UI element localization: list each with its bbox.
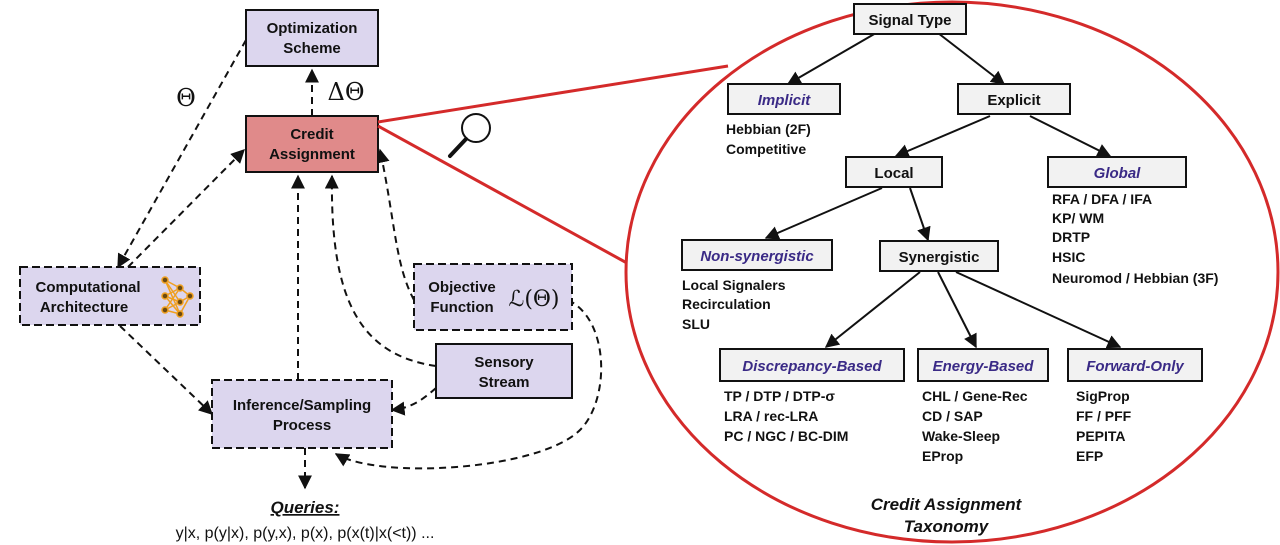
node-explicit: Explicit [957,83,1071,115]
inference-line-1: Inference/Sampling [233,397,371,414]
computational-architecture-box: Computational Architecture [19,266,201,326]
objective-function-box: Objective Function ℒ(Θ) [413,263,573,331]
credit-line-2: Assignment [269,146,355,163]
arrow-computational-to-credit [127,149,245,268]
non-synergistic-list: Local Signalers Recirculation SLU [682,277,786,332]
energy-list: CHL / Gene-Rec CD / SAP Wake-Sleep EProp [922,388,1028,464]
queries-title: Queries: [271,498,340,517]
list-item: KP/ WM [1052,210,1104,226]
node-signal-type: Signal Type [853,3,967,35]
zoom-lines [377,64,729,270]
list-item: RFA / DFA / IFA [1052,191,1152,207]
left-arrows [117,39,603,490]
local-label: Local [874,165,913,182]
node-local: Local [845,156,943,188]
optimization-scheme-box: Optimization Scheme [245,9,379,67]
objective-math-label: ℒ(Θ) [508,287,559,312]
global-list: RFA / DFA / IFA KP/ WM DRTP HSIC Neuromo… [1052,191,1218,286]
delta-theta-label: ΔΘ [327,78,364,106]
list-item: EProp [922,448,963,464]
inference-line-2: Process [273,417,331,434]
node-global: Global [1047,156,1187,188]
node-discrepancy-based: Discrepancy-Based [719,348,905,382]
neural-network-icon [161,276,194,318]
synergistic-label: Synergistic [899,249,980,266]
optimization-line-2: Scheme [283,40,341,57]
magnifier-icon [448,113,491,158]
arrow-computational-to-inference [119,325,214,415]
list-item: Recirculation [682,296,771,312]
signal-type-label: Signal Type [868,12,951,29]
objective-line-1: Objective [428,279,496,296]
list-item: Hebbian (2F) [726,121,811,137]
computational-line-2: Architecture [40,299,128,316]
list-item: CHL / Gene-Rec [922,388,1028,404]
queries-text: y|x, p(y|x), p(y,x), p(x), p(x(t)|x(<t))… [176,525,435,542]
non-synergistic-label: Non-synergistic [700,248,814,265]
list-item: PEPITA [1076,428,1126,444]
node-implicit: Implicit [727,83,841,115]
arrow-optimization-to-computational [117,39,247,269]
computational-line-1: Computational [36,279,141,296]
sensory-stream-box: Sensory Stream [435,343,573,399]
list-item: DRTP [1052,229,1090,245]
optimization-line-1: Optimization [267,20,358,37]
arrow-objective-to-inference [334,299,603,470]
inference-sampling-box: Inference/Sampling Process [211,379,393,449]
list-item: Local Signalers [682,277,786,293]
taxonomy-caption-line-2: Taxonomy [904,517,990,536]
list-item: Competitive [726,141,806,157]
sensory-line-2: Stream [479,374,530,391]
list-item: TP / DTP / DTP-σ [724,388,835,404]
forward-label: Forward-Only [1086,358,1184,375]
node-energy-based: Energy-Based [917,348,1049,382]
list-item: EFP [1076,448,1103,464]
list-item: FF / PFF [1076,408,1132,424]
theta-label: Θ [176,84,196,112]
taxonomy-arrows [764,32,1122,349]
discrepancy-label: Discrepancy-Based [742,358,882,375]
implicit-label: Implicit [758,92,812,109]
node-forward-only: Forward-Only [1067,348,1203,382]
arrow-sensory-to-credit [324,174,437,367]
discrepancy-list: TP / DTP / DTP-σ LRA / rec-LRA PC / NGC … [724,388,848,444]
node-synergistic: Synergistic [879,240,999,272]
list-item: SigProp [1076,388,1130,404]
list-item: SLU [682,316,710,332]
objective-line-2: Function [430,299,493,316]
global-label: Global [1094,165,1142,182]
list-item: Wake-Sleep [922,428,1000,444]
sensory-line-1: Sensory [474,354,534,371]
arrow-sensory-to-inference [390,387,437,416]
explicit-label: Explicit [987,92,1040,109]
arrow-objective-to-credit [375,148,415,301]
node-non-synergistic: Non-synergistic [681,239,833,271]
list-item: HSIC [1052,249,1085,265]
implicit-list: Hebbian (2F) Competitive [726,121,811,157]
credit-line-1: Credit [290,126,333,143]
list-item: CD / SAP [922,408,983,424]
credit-assignment-box: Credit Assignment [245,115,379,173]
list-item: PC / NGC / BC-DIM [724,428,848,444]
list-item: Neuromod / Hebbian (3F) [1052,270,1218,286]
taxonomy-caption-line-1: Credit Assignment [871,495,1023,514]
list-item: LRA / rec-LRA [724,408,818,424]
energy-label: Energy-Based [933,358,1035,375]
forward-list: SigProp FF / PFF PEPITA EFP [1076,388,1132,464]
